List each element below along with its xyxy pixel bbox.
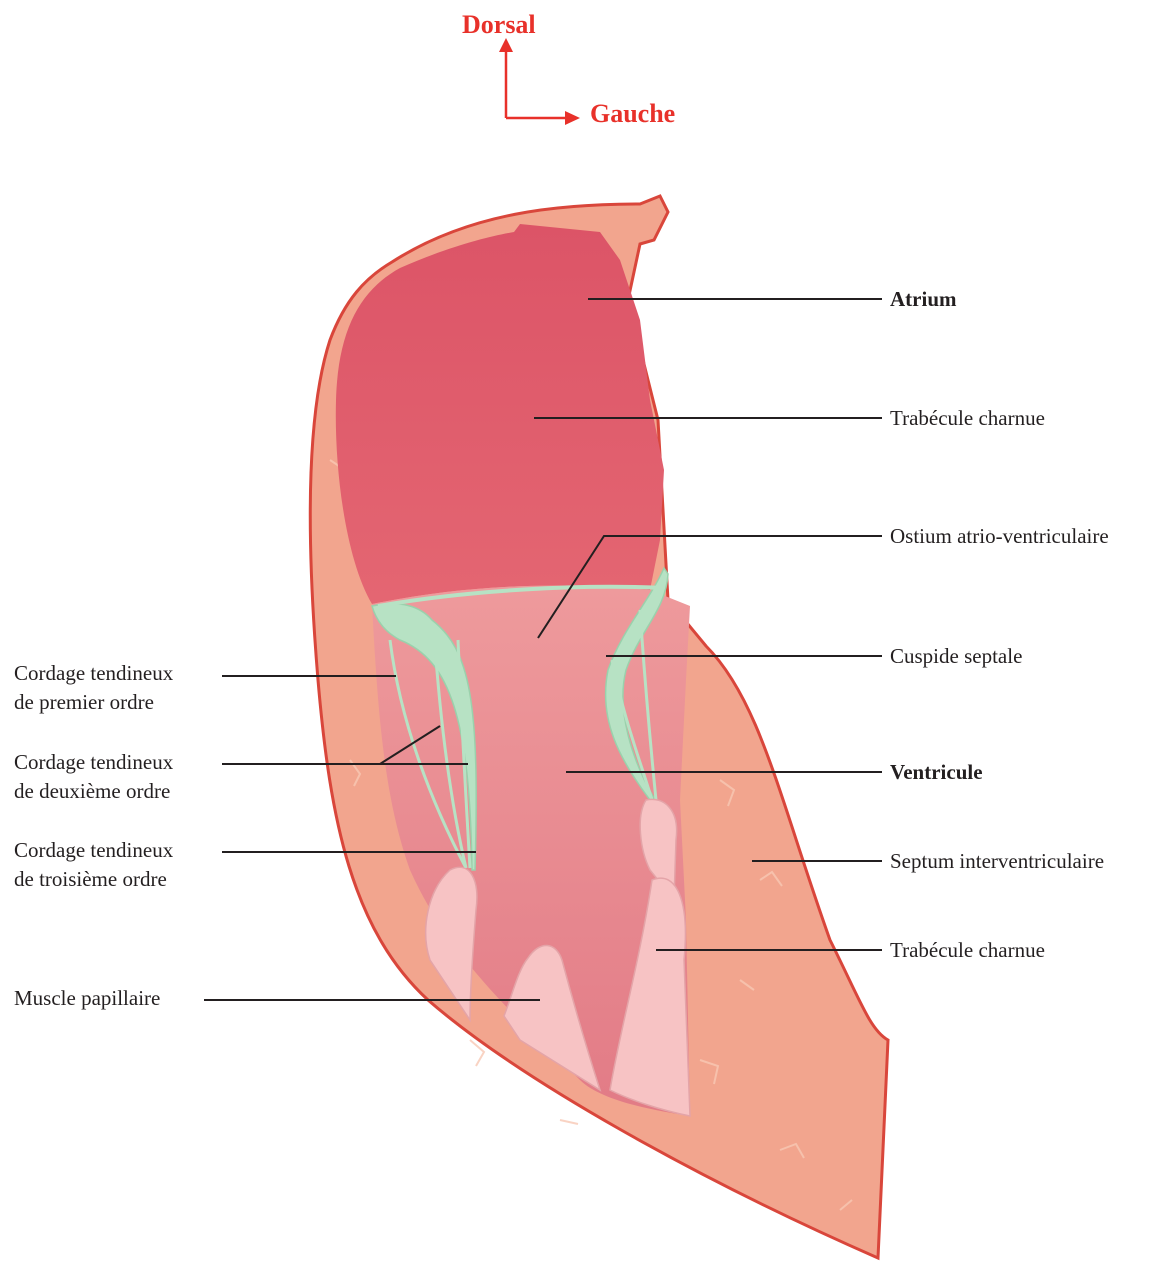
compass-right-arrowhead bbox=[565, 111, 580, 125]
label-cuspide: Cuspide septale bbox=[890, 644, 1022, 668]
label-ostium: Ostium atrio-ventriculaire bbox=[890, 524, 1109, 548]
label-atrium: Atrium bbox=[890, 287, 957, 311]
label-septum: Septum interventriculaire bbox=[890, 849, 1104, 873]
label-trabecule-bottom: Trabécule charnue bbox=[890, 938, 1045, 962]
label-cordage-1-line2: de premier ordre bbox=[14, 690, 154, 714]
gauche-label: Gauche bbox=[590, 99, 675, 128]
label-cordage-2-line1: Cordage tendineux bbox=[14, 750, 174, 774]
label-cordage-3-line2: de troisième ordre bbox=[14, 867, 167, 891]
label-cordage-2-line2: de deuxième ordre bbox=[14, 779, 170, 803]
label-cordage-1-line1: Cordage tendineux bbox=[14, 661, 174, 685]
label-muscle-papillaire: Muscle papillaire bbox=[14, 986, 160, 1010]
label-trabecule-top: Trabécule charnue bbox=[890, 406, 1045, 430]
dorsal-label: Dorsal bbox=[462, 10, 536, 39]
left-labels: Cordage tendineux de premier ordre Corda… bbox=[14, 661, 174, 1010]
compass-up-arrowhead bbox=[499, 38, 513, 52]
orientation-compass: Dorsal Gauche bbox=[462, 10, 675, 128]
atrium-chamber bbox=[336, 224, 664, 604]
label-cordage-3-line1: Cordage tendineux bbox=[14, 838, 174, 862]
label-ventricule: Ventricule bbox=[890, 760, 983, 784]
right-labels: Atrium Trabécule charnue Ostium atrio-ve… bbox=[890, 287, 1109, 962]
